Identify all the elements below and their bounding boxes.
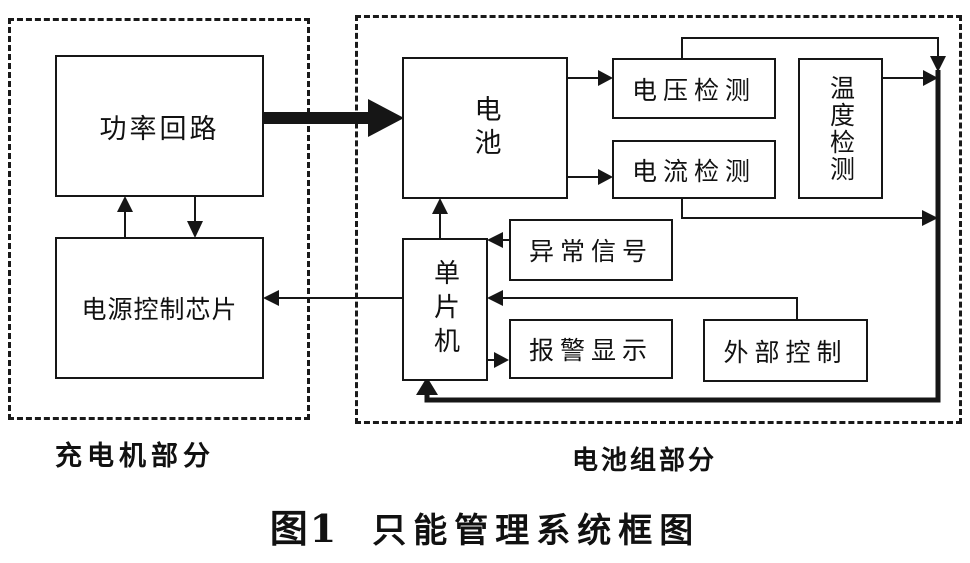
external-control-block: 外部控制 [703,319,868,382]
figure-number: 图1 [269,506,339,551]
abnormal-signal-block: 异常信号 [509,219,673,281]
voltage-detection-block: 电压检测 [612,58,776,119]
connector-bus-to-mcu [416,70,941,403]
power-circuit-block: 功率回路 [55,55,264,197]
connector-power-to-chip [187,196,203,238]
figure-caption: 图1 只能管理系统框图 [0,498,970,553]
connector-voltage-to-bus [681,37,946,72]
current-detection-block: 电流检测 [612,140,776,199]
charger-region-label: 充电机部分 [55,441,215,472]
connector-battery-to-current [567,169,613,185]
connector-battery-to-voltage [567,70,613,86]
connector-external-to-mcu [487,290,798,319]
connector-chip-to-power [117,196,133,237]
battery-pack-region-label: 电池组部分 [572,446,718,476]
connector-power-to-battery [263,99,404,137]
figure-title: 只能管理系统框图 [372,511,701,551]
connector-mcu-to-chip [263,290,402,306]
alarm-display-block: 报警显示 [509,319,673,379]
connector-temp-to-bus [883,70,938,86]
connector-abnormal-to-mcu [487,232,509,248]
connector-mcu-to-alarm [487,352,509,368]
battery-pack-region-box [355,15,962,424]
connector-mcu-to-battery [432,198,448,238]
temperature-detection-block: 温度检测 [798,58,883,199]
battery-block: 电池 [402,57,568,199]
power-control-chip-block: 电源控制芯片 [55,237,264,379]
charger-region-box [8,18,310,420]
connector-current-to-bus [681,198,938,226]
mcu-block: 单片机 [402,238,488,381]
